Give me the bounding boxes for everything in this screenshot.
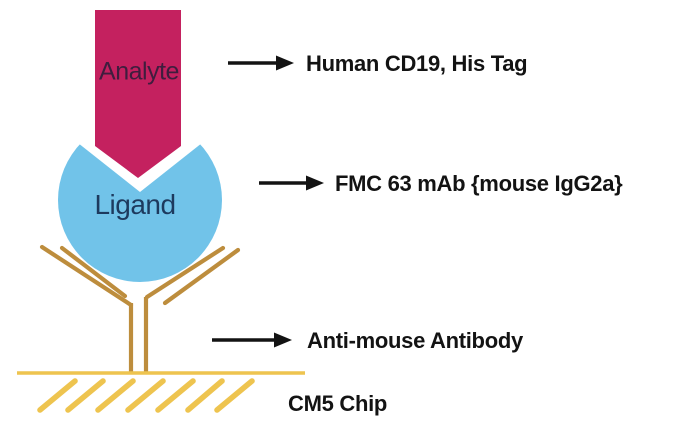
arrow-head xyxy=(306,175,324,191)
chip-hatch-line xyxy=(65,378,106,413)
antibody-right-arm-inner-line xyxy=(144,245,226,300)
annotation-arrow-2 xyxy=(259,175,324,191)
anti-mouse-antibody-y-shape xyxy=(39,244,241,373)
chip-hatching xyxy=(37,378,255,413)
cm5-chip-surface xyxy=(17,371,305,413)
analyte-arrow-shape xyxy=(95,10,181,178)
annotation-label-anti-mouse-antibody: Anti-mouse Antibody xyxy=(307,328,523,353)
annotation-label-human-cd19: Human CD19, His Tag xyxy=(306,51,528,76)
arrow-head xyxy=(274,332,292,348)
arrow-head xyxy=(276,55,294,71)
chip-hatch-line xyxy=(214,378,255,413)
analyte-label: Analyte xyxy=(99,57,179,86)
antibody-left-arm-outer-line xyxy=(39,244,134,308)
antibody-right-arm-outer-line xyxy=(162,247,241,306)
ligand-label: Ligand xyxy=(94,189,176,220)
antibody-left-arm-inner-line xyxy=(59,245,128,299)
annotation-arrow-1 xyxy=(228,55,294,71)
cm5-chip-label: CM5 Chip xyxy=(288,391,388,416)
chip-hatch-line xyxy=(37,378,78,413)
annotation-arrow-3 xyxy=(212,332,292,348)
annotation-label-fmc63-mab: FMC 63 mAb {mouse IgG2a} xyxy=(335,171,623,196)
chip-hatch-line xyxy=(185,378,225,413)
chip-hatch-line xyxy=(155,378,196,413)
chip-hatch-line xyxy=(125,378,166,413)
chip-hatch-line xyxy=(95,378,136,413)
